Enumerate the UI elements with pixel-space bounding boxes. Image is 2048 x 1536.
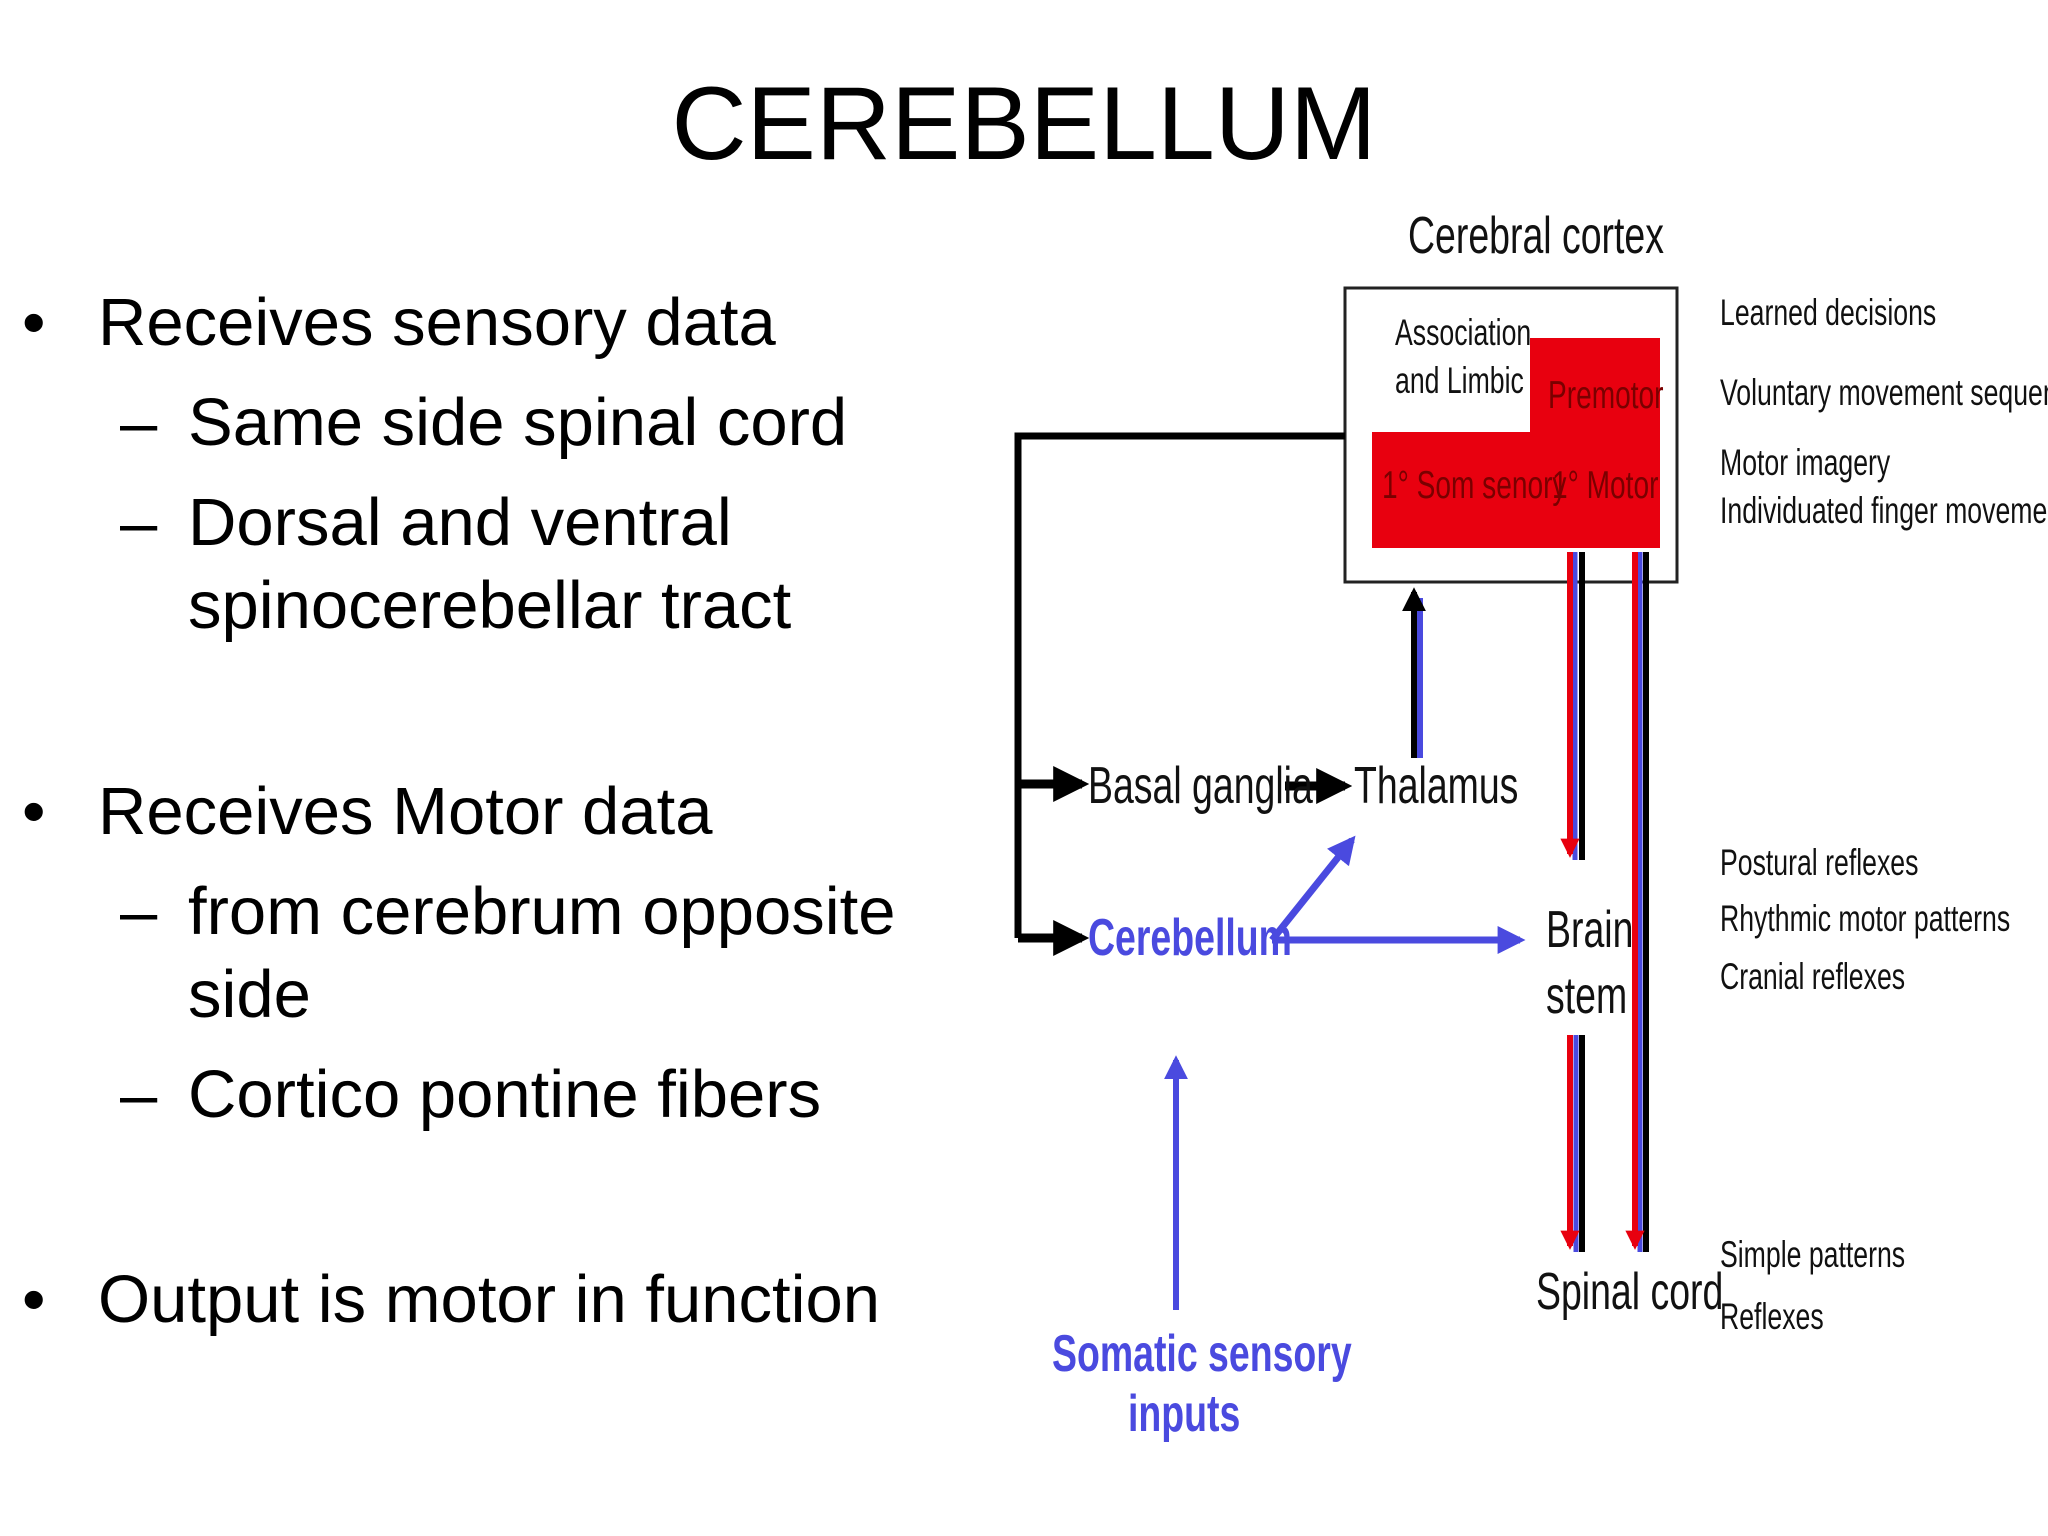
- subitem-from-cerebrum: from cerebrum opposite: [188, 874, 896, 949]
- subitem-side: side: [188, 957, 311, 1032]
- label-basal-ganglia: Basal ganglia: [1088, 757, 1313, 815]
- motor-sensory-region: [1372, 338, 1660, 548]
- dash-marker: –: [120, 1057, 158, 1132]
- label-and-limbic: and Limbic: [1395, 360, 1524, 401]
- label-thalamus: Thalamus: [1354, 757, 1519, 815]
- subitem-dorsal-ventral: Dorsal and ventral: [188, 485, 732, 560]
- slide-title: CEREBELLUM: [671, 66, 1377, 182]
- label-inputs: inputs: [1128, 1385, 1241, 1443]
- subitem-same-side: Same side spinal cord: [188, 385, 848, 460]
- dash-marker: –: [120, 385, 158, 460]
- label-postural-reflexes: Postural reflexes: [1720, 842, 1919, 883]
- label-primary-motor: 1° Motor: [1552, 464, 1659, 507]
- dash-marker: –: [120, 874, 158, 949]
- label-reflexes: Reflexes: [1720, 1296, 1824, 1337]
- label-stem: stem: [1546, 967, 1628, 1025]
- bullet-list: • Receives sensory data – Same side spin…: [20, 0, 1000, 1536]
- bullet-marker: •: [22, 774, 46, 849]
- subitem-cortico-pontine: Cortico pontine fibers: [188, 1057, 822, 1132]
- bullet-marker: •: [22, 1262, 46, 1337]
- label-association: Association: [1395, 312, 1532, 353]
- label-cranial-reflexes: Cranial reflexes: [1720, 956, 1906, 997]
- label-cerebellum: Cerebellum: [1088, 909, 1292, 967]
- cortex-to-subcortex-line: [1014, 432, 1345, 938]
- label-simple-patterns: Simple patterns: [1720, 1234, 1906, 1275]
- bullet-marker: •: [22, 285, 46, 360]
- motor-pathway-diagram: Cerebral cortex Association and Limbic P…: [980, 190, 2048, 1490]
- label-premotor: Premotor: [1548, 374, 1664, 417]
- label-motor-imagery: Motor imagery: [1720, 442, 1891, 483]
- label-som-sensory: 1° Som senory: [1382, 464, 1567, 507]
- bullet-receives-motor: Receives Motor data: [98, 774, 713, 849]
- label-cerebral-cortex: Cerebral cortex: [1408, 207, 1664, 265]
- label-brain: Brain: [1546, 901, 1634, 959]
- label-somatic-sensory: Somatic sensory: [1052, 1325, 1352, 1383]
- dash-marker: –: [120, 485, 158, 560]
- diagram-graphics: [1014, 286, 1679, 1310]
- subitem-spinocerebellar: spinocerebellar tract: [188, 568, 792, 643]
- label-voluntary-movement: Voluntary movement sequences: [1720, 372, 2048, 413]
- arrow-cerebellum-to-thalamus: [1269, 835, 1356, 943]
- label-rhythmic-motor: Rhythmic motor patterns: [1720, 898, 2011, 939]
- bullet-output-motor: Output is motor in function: [98, 1262, 881, 1337]
- label-individuated-finger: Individuated finger movements: [1720, 490, 2048, 531]
- label-spinal-cord: Spinal cord: [1536, 1263, 1724, 1321]
- bullet-receives-sensory: Receives sensory data: [98, 285, 776, 360]
- label-learned-decisions: Learned decisions: [1720, 292, 1937, 333]
